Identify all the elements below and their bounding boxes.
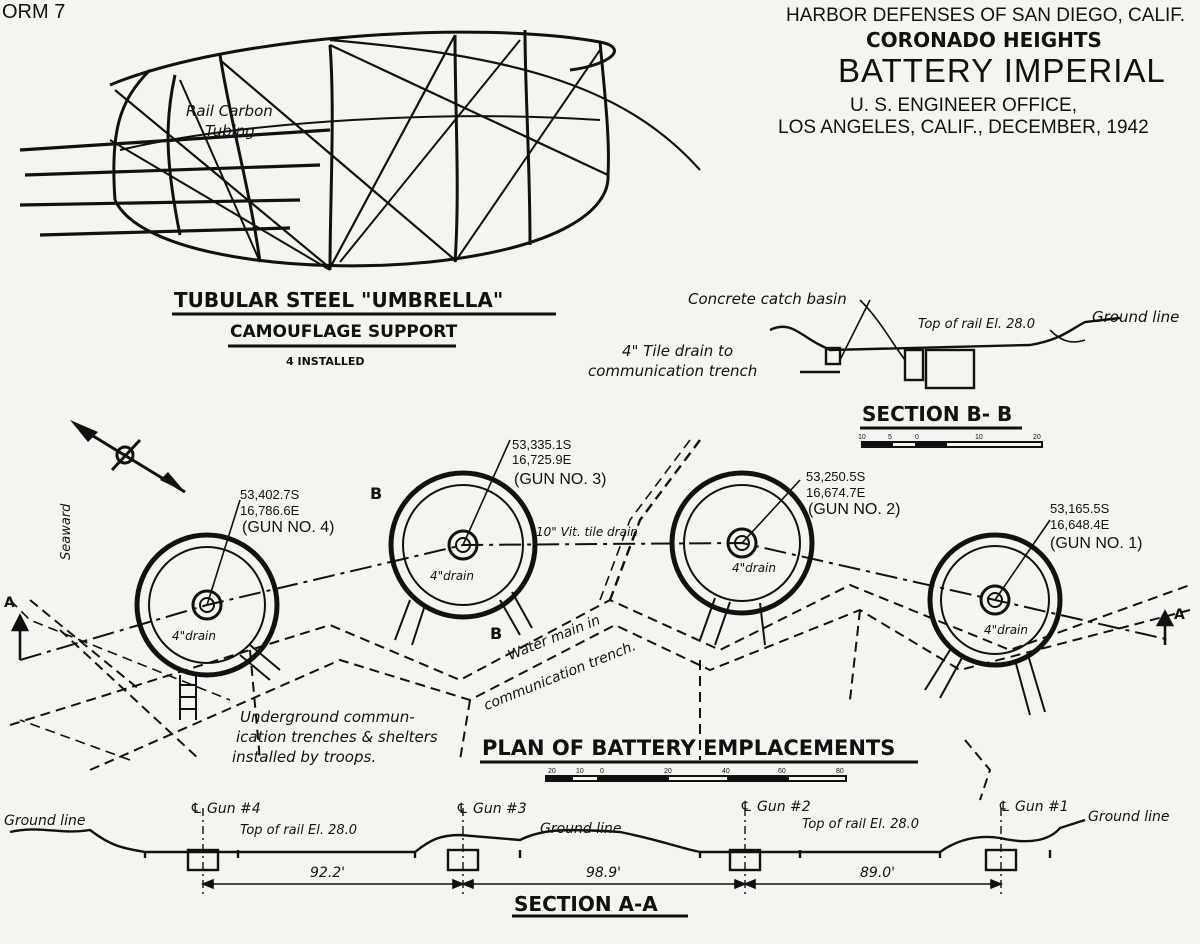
section-bb-tile-drain-1: 4" Tile drain to bbox=[622, 342, 734, 360]
gun-emplacements bbox=[134, 439, 1063, 720]
section-aa-gun-1: ℄ Gun #1 bbox=[998, 799, 1069, 815]
umbrella-top-ring bbox=[109, 30, 616, 87]
gun-1-name: (GUN NO. 1) bbox=[1050, 535, 1143, 552]
section-aa-title: SECTION A-A bbox=[514, 892, 658, 916]
gun-4-name: (GUN NO. 4) bbox=[242, 519, 335, 536]
section-aa-gun-3: ℄ Gun #3 bbox=[456, 801, 527, 817]
umbrella-callout-2: Tubing bbox=[205, 122, 255, 140]
plan-scale-tick: 80 bbox=[836, 768, 844, 775]
section-bb-scale-tick: 5 bbox=[888, 434, 892, 441]
plan-scale-bar bbox=[545, 775, 847, 782]
plan-scale-tick: 20 bbox=[664, 768, 672, 775]
section-aa-distance-2: 98.9' bbox=[586, 865, 622, 881]
gun-2-emplacement bbox=[669, 470, 815, 646]
section-bb-ground-line: Ground line bbox=[1092, 308, 1180, 326]
section-bb-scale-tick: 10 bbox=[975, 434, 983, 441]
gun-4-coord-e: 16,786.6E bbox=[240, 503, 300, 518]
section-marker-a-left: A bbox=[4, 595, 15, 611]
gun-4-emplacement bbox=[134, 499, 281, 720]
gun-4-coord-s: 53,402.7S bbox=[240, 487, 300, 502]
umbrella-note: 4 INSTALLED bbox=[286, 355, 365, 368]
section-aa-gun-2: ℄ Gun #2 bbox=[740, 799, 811, 815]
underground-1: Underground commun- bbox=[240, 708, 415, 726]
plan-title: PLAN OF BATTERY EMPLACEMENTS bbox=[482, 736, 896, 760]
underground-2: ication trenches & shelters bbox=[236, 728, 438, 746]
section-aa-ground-line-right: Ground line bbox=[1088, 809, 1170, 825]
title-line-3: BATTERY IMPERIAL bbox=[838, 52, 1166, 89]
gun-1-drain: 4"drain bbox=[984, 623, 1028, 637]
gun-2-name: (GUN NO. 2) bbox=[808, 501, 901, 518]
section-marker-b-top: B bbox=[370, 484, 383, 503]
plan-scale-tick: 60 bbox=[778, 768, 786, 775]
gun-3-coord-s: 53,335.1S bbox=[512, 437, 572, 452]
plan-scale-tick: 20 bbox=[548, 768, 556, 775]
plan-centerline bbox=[19, 541, 1171, 661]
section-aa-ground-line bbox=[9, 818, 1086, 854]
umbrella-callout-1: Rail Carbon bbox=[186, 102, 273, 120]
north-arrow bbox=[70, 420, 186, 494]
section-marker-a-right: A bbox=[1174, 607, 1185, 623]
plan-scale-tick: 40 bbox=[722, 768, 730, 775]
section-bb-scale-tick: 20 bbox=[1033, 434, 1041, 441]
section-bb-catch-basin: Concrete catch basin bbox=[688, 290, 847, 308]
plan-section-markers bbox=[10, 609, 1175, 660]
section-aa-ground-line-mid: Ground line bbox=[540, 821, 622, 837]
gun-4-drain: 4"drain bbox=[172, 629, 216, 643]
section-aa-top-of-rail-right: Top of rail El. 28.0 bbox=[802, 817, 920, 832]
gun-3-drain: 4"drain bbox=[430, 569, 474, 583]
section-aa-distance-1: 92.2' bbox=[310, 865, 346, 881]
section-bb-title: SECTION B- B bbox=[862, 402, 1013, 426]
section-bb-scale-tick: 10 bbox=[858, 434, 866, 441]
section-aa-gun-centerlines bbox=[202, 808, 1002, 895]
section-aa-gun-4: ℄ Gun #4 bbox=[190, 801, 261, 817]
title-line-4: U. S. ENGINEER OFFICE, bbox=[850, 95, 1077, 116]
umbrella-base-ellipse bbox=[113, 174, 610, 268]
section-bb-drawing bbox=[769, 299, 1121, 390]
gun-2-drain: 4"drain bbox=[732, 561, 776, 575]
gun-1-coord-e: 16,648.4E bbox=[1050, 517, 1110, 532]
form-label: ORM 7 bbox=[2, 1, 66, 23]
title-line-1: HARBOR DEFENSES OF SAN DIEGO, CALIF. bbox=[786, 5, 1186, 26]
underground-3: installed by troops. bbox=[232, 748, 377, 766]
section-bb-scale-tick: 0 bbox=[915, 434, 919, 441]
umbrella-subtitle: CAMOUFLAGE SUPPORT bbox=[230, 322, 458, 342]
gun-3-emplacement bbox=[388, 439, 538, 646]
section-bb-top-of-rail: Top of rail El. 28.0 bbox=[918, 317, 1036, 332]
section-bb-scale-bar bbox=[861, 441, 1043, 448]
seaward-label: Seaward bbox=[59, 503, 74, 560]
gun-2-coord-e: 16,674.7E bbox=[806, 485, 866, 500]
umbrella-sweep-arc bbox=[329, 38, 701, 171]
umbrella-drawing bbox=[19, 29, 701, 271]
gun-3-name: (GUN NO. 3) bbox=[514, 471, 607, 488]
section-bb-tile-drain-2: communication trench bbox=[588, 362, 758, 380]
gun-3-coord-e: 16,725.9E bbox=[512, 452, 572, 467]
gun-1-emplacement bbox=[924, 519, 1063, 716]
gun-1-coord-s: 53,165.5S bbox=[1050, 501, 1110, 516]
plan-scale-tick: 0 bbox=[600, 768, 604, 775]
section-bb-ground-line bbox=[769, 316, 1121, 352]
section-marker-b-bottom: B bbox=[490, 624, 503, 643]
umbrella-title: TUBULAR STEEL "UMBRELLA" bbox=[174, 288, 504, 312]
vit-tile-drain-label: 10" Vit. tile drain bbox=[536, 525, 638, 539]
umbrella-title-underlines bbox=[172, 312, 556, 348]
title-line-2: CORONADO HEIGHTS bbox=[866, 28, 1102, 52]
title-line-5: LOS ANGELES, CALIF., DECEMBER, 1942 bbox=[778, 117, 1149, 138]
section-aa-distance-3: 89.0' bbox=[860, 865, 896, 881]
section-aa-ground-line-left: Ground line bbox=[4, 813, 86, 829]
section-aa-top-of-rail-left: Top of rail El. 28.0 bbox=[240, 823, 358, 838]
section-aa-dimension-line bbox=[200, 878, 1004, 890]
plan-scale-tick: 10 bbox=[576, 768, 584, 775]
gun-2-coord-s: 53,250.5S bbox=[806, 469, 866, 484]
